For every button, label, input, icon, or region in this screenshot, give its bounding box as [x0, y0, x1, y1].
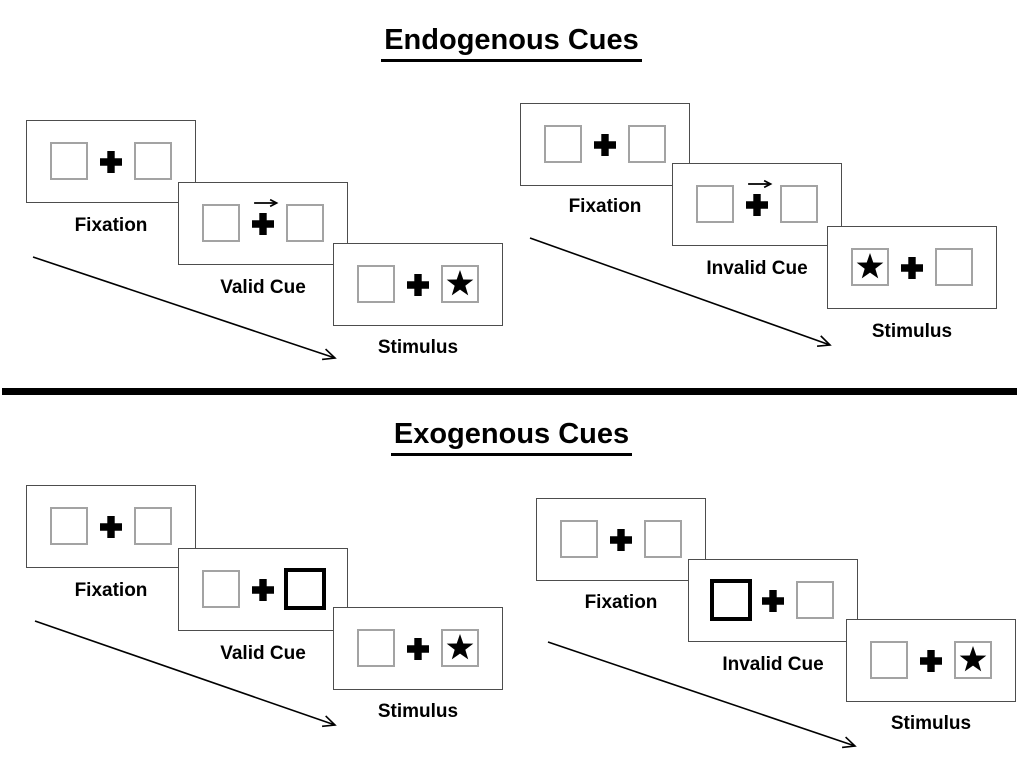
- fixation-cross-icon: [594, 133, 616, 156]
- left-placeholder-box: [544, 125, 582, 163]
- valid-cue-panel: [178, 182, 348, 265]
- target-star-icon: [959, 646, 987, 672]
- fixation-cross-icon: [610, 528, 632, 551]
- panel-label: Fixation: [568, 196, 642, 217]
- panel-label: Stimulus: [871, 321, 953, 342]
- fixation-panel: [536, 498, 706, 581]
- fixation-cross-icon: [100, 150, 122, 173]
- fixation-cross-icon: [762, 589, 784, 612]
- left-placeholder-box: [50, 142, 88, 180]
- right-placeholder-box: [935, 248, 973, 286]
- left-placeholder-box: [560, 520, 598, 558]
- panel-label: Invalid Cue: [722, 654, 824, 675]
- stimulus-panel: [827, 226, 997, 309]
- stimulus-panel: [333, 243, 503, 326]
- target-star-icon: [446, 270, 474, 296]
- fixation-panel: [520, 103, 690, 186]
- left-placeholder-box: [202, 570, 240, 608]
- section-divider: [2, 388, 1017, 395]
- invalid-cue-panel: [688, 559, 858, 642]
- section-title-endogenous: Endogenous Cues: [0, 24, 1023, 62]
- fixation-panel: [26, 120, 196, 203]
- cue-highlight-box: [710, 579, 752, 621]
- stimulus-panel: [333, 607, 503, 690]
- cue-direction-arrow-icon: [254, 198, 279, 208]
- section-title-exogenous: Exogenous Cues: [0, 418, 1023, 456]
- target-box: [441, 265, 479, 303]
- fixation-cross-icon: [746, 193, 768, 216]
- time-arrow: [529, 237, 832, 348]
- panel-label: Stimulus: [377, 701, 459, 722]
- left-placeholder-box: [870, 641, 908, 679]
- fixation-cross-icon: [252, 212, 274, 235]
- right-placeholder-box: [796, 581, 834, 619]
- left-placeholder-box: [696, 185, 734, 223]
- stimulus-panel: [846, 619, 1016, 702]
- fixation-cross-icon: [407, 637, 429, 660]
- right-placeholder-box: [644, 520, 682, 558]
- fixation-cross-icon: [407, 273, 429, 296]
- left-placeholder-box: [357, 629, 395, 667]
- target-box: [441, 629, 479, 667]
- fixation-cross-icon: [100, 515, 122, 538]
- left-placeholder-box: [50, 507, 88, 545]
- cue-direction-arrow-icon: [748, 179, 773, 189]
- target-star-icon: [446, 634, 474, 660]
- panel-label: Fixation: [74, 215, 148, 236]
- right-placeholder-box: [134, 507, 172, 545]
- panel-label: Fixation: [584, 592, 658, 613]
- panel-label: Valid Cue: [220, 643, 306, 664]
- left-placeholder-box: [202, 204, 240, 242]
- section-title-exogenous-text: Exogenous Cues: [390, 418, 633, 456]
- fixation-cross-icon: [252, 578, 274, 601]
- cue-highlight-box: [284, 568, 326, 610]
- left-placeholder-box: [357, 265, 395, 303]
- time-arrow: [32, 256, 337, 361]
- fixation-panel: [26, 485, 196, 568]
- section-title-endogenous-text: Endogenous Cues: [381, 24, 642, 62]
- target-box: [954, 641, 992, 679]
- right-placeholder-box: [628, 125, 666, 163]
- panel-label: Stimulus: [890, 713, 972, 734]
- target-star-icon: [856, 253, 884, 279]
- target-box: [851, 248, 889, 286]
- panel-label: Valid Cue: [220, 277, 306, 298]
- fixation-cross-icon: [901, 256, 923, 279]
- right-placeholder-box: [286, 204, 324, 242]
- panel-label: Stimulus: [377, 337, 459, 358]
- time-arrow: [547, 641, 857, 749]
- time-arrow: [34, 620, 337, 728]
- valid-cue-panel: [178, 548, 348, 631]
- fixation-cross-icon: [920, 649, 942, 672]
- right-placeholder-box: [780, 185, 818, 223]
- panel-label: Fixation: [74, 580, 148, 601]
- panel-label: Invalid Cue: [706, 258, 808, 279]
- right-placeholder-box: [134, 142, 172, 180]
- invalid-cue-panel: [672, 163, 842, 246]
